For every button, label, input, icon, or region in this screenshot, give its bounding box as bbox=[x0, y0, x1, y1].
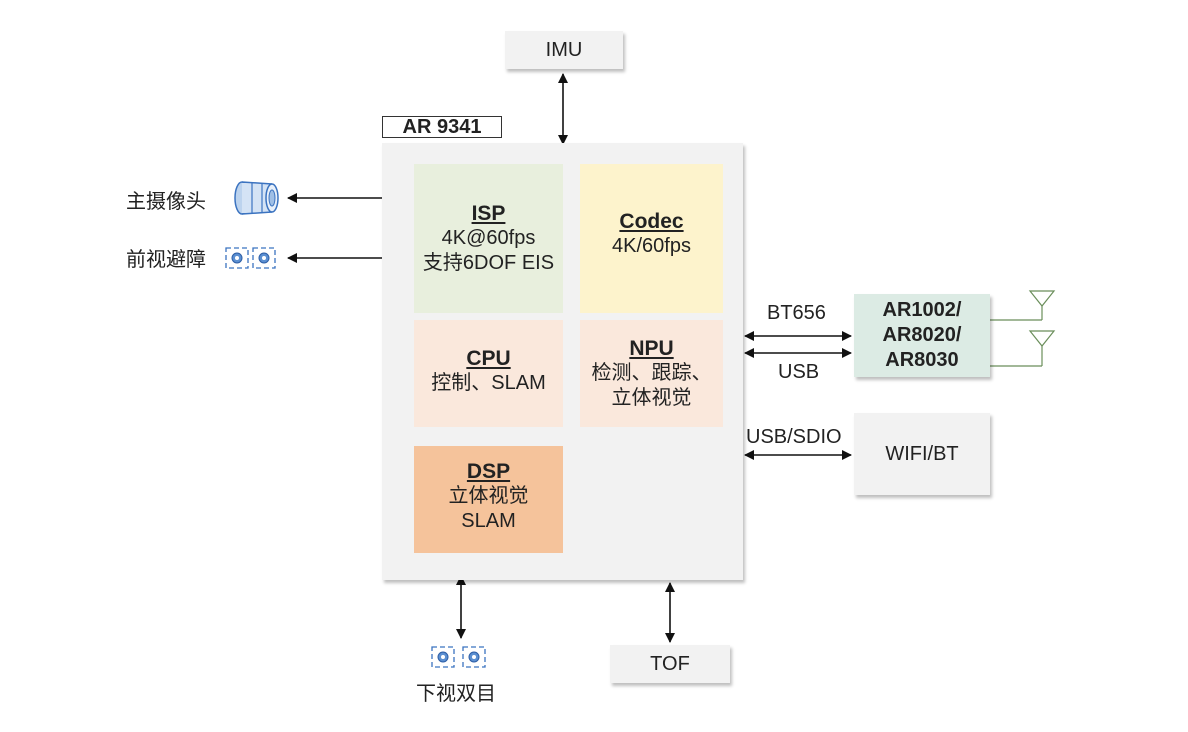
isp-title: ISP bbox=[471, 201, 506, 225]
down-stereo-camera-icon bbox=[431, 646, 486, 668]
isp-line: 支持6DOF EIS bbox=[422, 251, 555, 274]
codec-title: Codec bbox=[619, 210, 684, 233]
cpu-line: 控制、SLAM bbox=[431, 372, 546, 394]
npu-title: NPU bbox=[629, 336, 674, 360]
npu-line: 检测、跟踪、 bbox=[591, 361, 712, 384]
npu-line: 立体视觉 bbox=[611, 386, 692, 409]
npu-module: NPU 检测、跟踪、 立体视觉 bbox=[580, 320, 723, 427]
wifi-bt-box: WIFI/BT bbox=[854, 413, 990, 495]
main-camera-label: 主摄像头 bbox=[126, 191, 206, 213]
dsp-module: DSP 立体视觉 SLAM bbox=[414, 446, 563, 553]
front-stereo-camera-icon bbox=[225, 247, 276, 269]
camera-lens-icon bbox=[234, 181, 279, 215]
dsp-line: 立体视觉 bbox=[448, 485, 529, 507]
chip-label: AR 9341 bbox=[402, 115, 482, 138]
bt656-label: BT656 bbox=[767, 302, 826, 324]
cpu-module: CPU 控制、SLAM bbox=[414, 320, 563, 427]
wifi-bt-label: WIFI/BT bbox=[885, 442, 959, 465]
dsp-line: SLAM bbox=[461, 510, 516, 532]
usb-sdio-label: USB/SDIO bbox=[746, 426, 842, 448]
isp-line: 4K@60fps bbox=[441, 226, 536, 249]
tof-label: TOF bbox=[650, 652, 690, 675]
isp-module: ISP 4K@60fps 支持6DOF EIS bbox=[414, 164, 563, 313]
imu-box: IMU bbox=[505, 31, 623, 69]
cpu-title: CPU bbox=[466, 347, 511, 370]
antenna-icon bbox=[990, 290, 1056, 367]
tof-box: TOF bbox=[610, 645, 730, 683]
down-stereo-label: 下视双目 bbox=[416, 683, 496, 705]
front-obstacle-label: 前视避障 bbox=[126, 249, 206, 271]
ar-module-box: AR1002/ AR8020/ AR8030 bbox=[854, 294, 990, 377]
imu-label: IMU bbox=[545, 38, 583, 61]
ar-module-line: AR1002/ bbox=[882, 299, 962, 321]
ar-module-line: AR8030 bbox=[885, 349, 959, 371]
codec-line: 4K/60fps bbox=[612, 235, 691, 257]
usb-label: USB bbox=[778, 361, 820, 383]
ar-module-line: AR8020/ bbox=[882, 324, 962, 346]
dsp-title: DSP bbox=[466, 460, 511, 483]
codec-module: Codec 4K/60fps bbox=[580, 164, 723, 313]
chip-label-box: AR 9341 bbox=[382, 116, 502, 138]
